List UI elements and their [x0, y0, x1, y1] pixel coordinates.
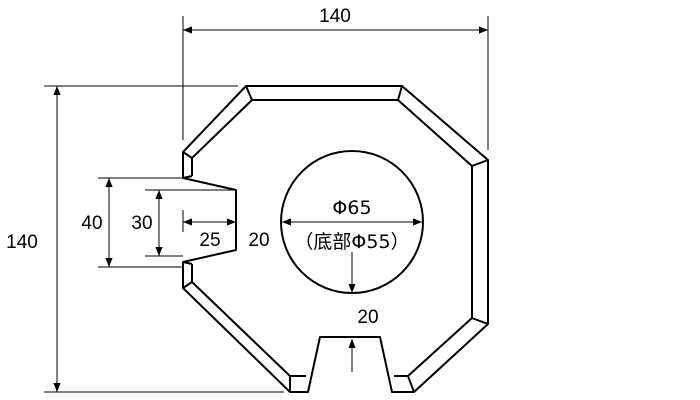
dim-notch	[98, 177, 236, 268]
dim-notch-inner-label: 30	[131, 213, 152, 234]
dim-top-width-label: 140	[319, 6, 351, 27]
dim-hole-diameter	[282, 218, 422, 293]
dim-left-height-label: 140	[6, 232, 38, 253]
dim-wall-label: 20	[248, 230, 269, 251]
bevel-lines	[182, 85, 489, 393]
dim-notch-outer-label: 40	[81, 213, 102, 234]
dim-notch-depth-label: 25	[199, 230, 220, 251]
hole-base-note: （底部Φ55）	[294, 231, 409, 253]
body-outline-outer	[182, 85, 489, 393]
hole-diameter-label: Φ65	[332, 197, 371, 219]
dim-top-width	[182, 16, 489, 150]
dim-bottom-depth-label: 20	[357, 307, 378, 328]
dim-notch-depth	[182, 210, 236, 232]
dim-left-height	[44, 85, 284, 393]
